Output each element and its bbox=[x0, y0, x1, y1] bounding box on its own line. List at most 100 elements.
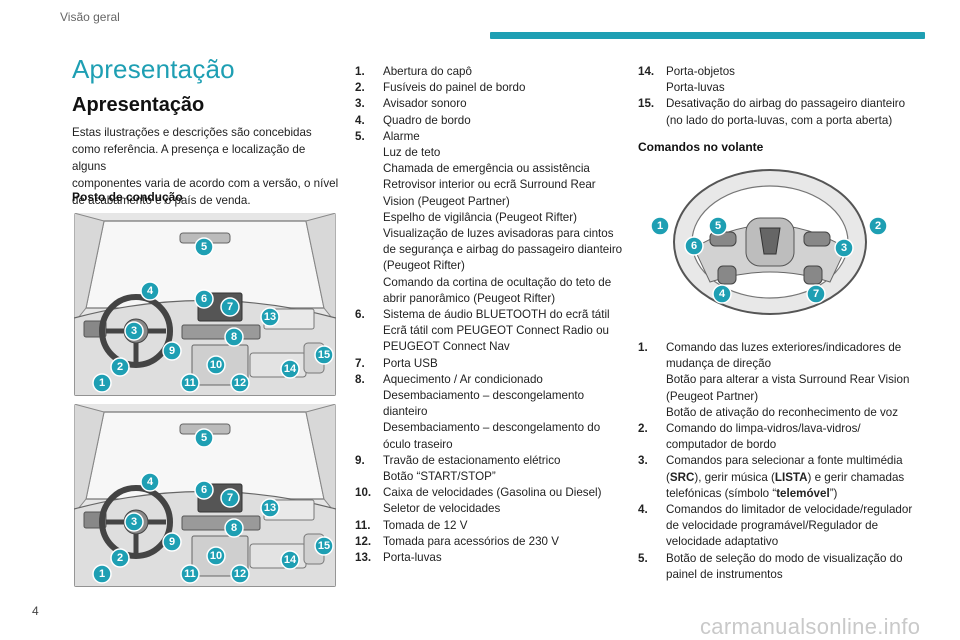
item-line: velocidade adaptativo bbox=[666, 535, 779, 549]
item-line: Travão de estacionamento elétrico bbox=[383, 453, 561, 467]
item-line: Desembaciamento – descongelamento bbox=[383, 389, 585, 403]
item-line: PEUGEOT Connect Nav bbox=[383, 340, 510, 354]
badge-8: 8 bbox=[231, 331, 237, 343]
item-text: Comando do limpa-vidros/lava-vidros/comp… bbox=[666, 421, 861, 453]
item-text: Porta USB bbox=[383, 356, 438, 372]
list-item: 15. Desativação do airbag do passageiro d… bbox=[638, 96, 928, 128]
badge-15: 15 bbox=[318, 540, 330, 552]
bold-term: telemóvel bbox=[776, 486, 830, 500]
intro-line: como referência. A presença e localizaçã… bbox=[72, 143, 306, 173]
item-line: Quadro de bordo bbox=[383, 113, 471, 127]
badge-5: 5 bbox=[201, 241, 207, 253]
item-line: Comando da cortina de ocultação do teto … bbox=[383, 275, 612, 289]
item-number: 5. bbox=[355, 129, 365, 143]
badge-8: 8 bbox=[231, 522, 237, 534]
item-line: mudança de direção bbox=[666, 357, 772, 371]
item-number: 2. bbox=[355, 81, 365, 95]
bold-term: SRC bbox=[669, 470, 695, 484]
watermark: carmanualsonline.info bbox=[700, 614, 921, 639]
badge-5: 5 bbox=[715, 220, 721, 232]
item-line: Sistema de áudio BLUETOOTH do ecrã tátil bbox=[383, 308, 610, 322]
item-number: 11. bbox=[355, 518, 371, 532]
item-line: Aquecimento / Ar condicionado bbox=[383, 372, 543, 386]
item-number: 2. bbox=[638, 422, 648, 436]
item-number: 3. bbox=[638, 454, 648, 468]
item-line: Seletor de velocidades bbox=[383, 502, 501, 516]
item-line: dianteiro bbox=[383, 405, 428, 419]
item-line: Comando do limpa-vidros/lava-vidros/ bbox=[666, 422, 861, 436]
badge-9: 9 bbox=[169, 345, 175, 357]
badge-3: 3 bbox=[841, 242, 847, 254]
badge-14: 14 bbox=[284, 554, 297, 566]
item-number: 3. bbox=[355, 97, 365, 111]
list-item: 1.Abertura do capô bbox=[355, 64, 620, 80]
bold-term: LISTA bbox=[774, 470, 808, 484]
item-number: 9. bbox=[355, 453, 365, 467]
list-item: 11. Tomada de 12 V bbox=[355, 518, 620, 534]
item-text: Porta-luvas bbox=[383, 550, 442, 566]
component-list-c: 1.Comando das luzes exteriores/indicador… bbox=[638, 340, 933, 583]
list-item: 12.Tomada para acessórios de 230 V bbox=[355, 534, 620, 550]
item-line: Avisador sonoro bbox=[383, 97, 467, 111]
item-line: Ecrã tátil com PEUGEOT Connect Radio ou bbox=[383, 324, 609, 338]
badge-7: 7 bbox=[813, 288, 819, 300]
badge-6: 6 bbox=[691, 240, 697, 252]
intro-line: componentes varia de acordo com a versão… bbox=[72, 177, 339, 190]
item-line: Desativação do airbag do passageiro dian… bbox=[666, 97, 906, 111]
item-line: Vision (Peugeot Partner) bbox=[383, 194, 510, 208]
badge-11: 11 bbox=[184, 568, 196, 580]
item-line: Botão de ativação do reconhecimento de v… bbox=[666, 405, 899, 419]
item-line: painel de instrumentos bbox=[666, 567, 783, 581]
item-text: Fusíveis do painel de bordo bbox=[383, 80, 525, 96]
item-text: Tomada de 12 V bbox=[383, 518, 467, 534]
item-text: Abertura do capô bbox=[383, 64, 472, 80]
item-number: 6. bbox=[355, 308, 365, 322]
badge-3: 3 bbox=[131, 325, 137, 337]
badge-10: 10 bbox=[210, 550, 222, 562]
list-item: 4.Comandos do limitador de velocidade/re… bbox=[638, 502, 933, 551]
intro-line: Estas ilustrações e descrições são conce… bbox=[72, 126, 312, 139]
item-number: 4. bbox=[355, 113, 365, 127]
intro-line: de acabamento e o país de venda. bbox=[72, 194, 251, 207]
item-number: 10. bbox=[355, 486, 372, 500]
badge-14: 14 bbox=[284, 363, 297, 375]
item-number: 4. bbox=[638, 503, 648, 517]
item-number: 13. bbox=[355, 551, 372, 565]
item-line: (SRC), gerir música (LISTA) e gerir cham… bbox=[666, 470, 905, 484]
item-line: Caixa de velocidades (Gasolina ou Diesel… bbox=[383, 486, 602, 500]
steering-wheel-illustration: 1 2 3 4 5 6 7 bbox=[650, 162, 890, 320]
list-item: 4. Quadro de bordo bbox=[355, 113, 620, 129]
item-line: Visualização de luzes avisadoras para ci… bbox=[383, 227, 614, 241]
item-line: Desembaciamento – descongelamento do bbox=[383, 421, 601, 435]
item-line: Botão “START/STOP” bbox=[383, 470, 496, 484]
item-line: Botão para alterar a vista Surround Rear… bbox=[666, 373, 910, 387]
intro-paragraph: Estas ilustrações e descrições são conce… bbox=[72, 124, 342, 209]
badge-5: 5 bbox=[201, 432, 207, 444]
list-item: 5.Botão de seleção do modo de visualizaç… bbox=[638, 551, 933, 583]
badge-13: 13 bbox=[264, 502, 276, 514]
dashboard-illustration-2: 1 2 3 4 5 6 7 8 9 10 11 12 13 14 15 bbox=[74, 404, 336, 587]
section-label: Visão geral bbox=[60, 10, 120, 24]
item-line: Porta-objetos bbox=[666, 65, 735, 78]
item-text: Caixa de velocidades (Gasolina ou Diesel… bbox=[383, 485, 601, 517]
item-text: Botão de seleção do modo de visualização… bbox=[666, 551, 903, 583]
item-line: Botão de seleção do modo de visualização… bbox=[666, 551, 903, 565]
item-line: Comandos para selecionar a fonte multimé… bbox=[666, 454, 903, 468]
item-line: computador de bordo bbox=[666, 438, 777, 452]
list-item: 1.Comando das luzes exteriores/indicador… bbox=[638, 340, 933, 421]
posto-heading: Posto de condução bbox=[72, 190, 183, 204]
item-text: Desativação do airbag do passageiro dian… bbox=[666, 96, 905, 128]
item-line: Espelho de vigilância (Peugeot Rifter) bbox=[383, 210, 577, 224]
item-number: 8. bbox=[355, 372, 365, 386]
item-number: 12. bbox=[355, 534, 372, 548]
item-line: telefónicas (símbolo “telemóvel”) bbox=[666, 486, 838, 500]
item-number: 15. bbox=[638, 97, 655, 111]
item-text: Comandos para selecionar a fonte multimé… bbox=[666, 453, 904, 502]
